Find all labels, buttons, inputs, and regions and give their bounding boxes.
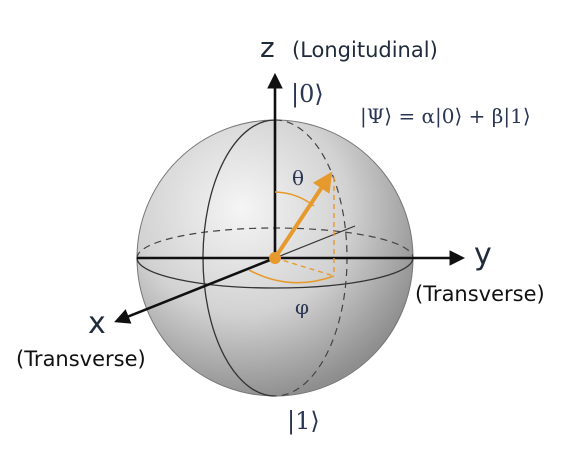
x-axis-label: x — [88, 306, 106, 341]
z-axis-label: z — [260, 31, 275, 64]
phi-label: φ — [295, 295, 309, 319]
state-equation: |Ψ⟩ = α|0⟩ + β|1⟩ — [360, 104, 531, 129]
theta-label: θ — [292, 166, 304, 190]
y-axis-back-segment — [274, 225, 356, 259]
state-vector — [273, 171, 333, 260]
equator-front — [136, 257, 414, 289]
origin-dot — [269, 252, 281, 264]
z-axis-caption: (Longitudinal) — [292, 38, 438, 62]
projection-base — [274, 257, 335, 277]
y-axis-caption: (Transverse) — [415, 282, 545, 306]
phi-arc — [248, 269, 335, 284]
ket-one-label: |1⟩ — [287, 407, 320, 436]
x-axis-caption: (Transverse) — [16, 347, 146, 371]
y-axis-label: y — [474, 237, 492, 272]
ket-zero-label: |0⟩ — [291, 80, 324, 109]
x-axis-line — [114, 256, 276, 324]
